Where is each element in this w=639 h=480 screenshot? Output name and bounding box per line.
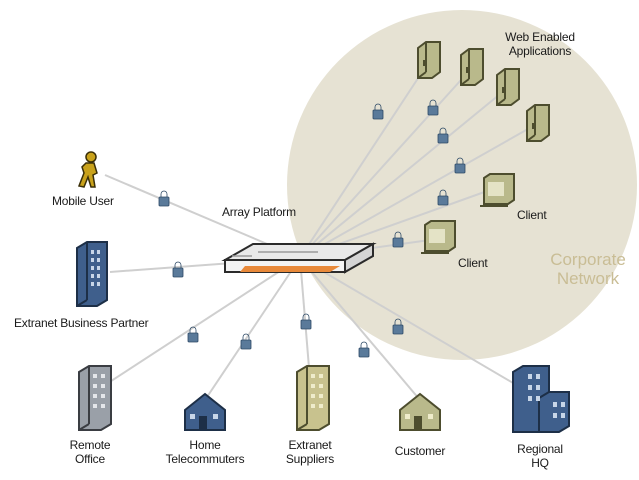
lock-icon xyxy=(392,318,404,335)
corporate-network-zone xyxy=(287,10,637,360)
label-web-enabled-applications: Web Enabled Applications xyxy=(505,30,575,58)
building-icon xyxy=(296,365,330,431)
line-home-telecommuters xyxy=(204,257,301,401)
line-suppliers xyxy=(299,257,311,381)
lock-icon xyxy=(172,261,184,278)
line-server-4 xyxy=(299,124,536,259)
connection-lines xyxy=(104,59,536,401)
label-extranet-business-partner: Extranet Business Partner xyxy=(14,316,149,330)
label-extranet-suppliers: Extranet Suppliers xyxy=(285,438,335,466)
line-server-3 xyxy=(299,89,506,259)
lock-icon xyxy=(158,190,170,207)
line-regional-hq xyxy=(299,257,526,391)
lock-icon xyxy=(392,231,404,248)
label-customer: Customer xyxy=(394,444,446,458)
lock-icon xyxy=(358,341,370,358)
line-customer xyxy=(299,257,421,401)
lock-icons xyxy=(158,99,466,358)
server-icon xyxy=(460,48,484,86)
label-regional-hq: Regional HQ xyxy=(517,442,563,470)
house-icon xyxy=(399,392,441,431)
lock-icon xyxy=(454,157,466,174)
lock-icon xyxy=(187,326,199,343)
array-platform-device-icon xyxy=(221,242,377,274)
line-server-2 xyxy=(299,69,471,259)
line-remote-office xyxy=(104,257,301,386)
label-client-1: Client xyxy=(517,208,547,222)
lock-icon xyxy=(437,127,449,144)
lock-icon xyxy=(437,189,449,206)
lock-icon xyxy=(240,333,252,350)
building-icon xyxy=(512,365,570,433)
label-remote-office: Remote Office xyxy=(69,438,111,466)
label-array-platform: Array Platform xyxy=(222,205,296,219)
building-icon xyxy=(76,241,108,307)
house-icon xyxy=(184,392,226,431)
line-server-1 xyxy=(299,59,431,259)
label-client-2: Client xyxy=(458,256,488,270)
lock-icon xyxy=(300,313,312,330)
lock-icon xyxy=(372,103,384,120)
mobile-user-icon xyxy=(77,151,98,188)
monitor-icon xyxy=(480,173,515,207)
server-icon xyxy=(526,104,550,142)
label-corporate-network: Corporate Network xyxy=(550,250,626,288)
label-home-telecommuters: Home Telecommuters xyxy=(165,438,245,466)
lock-icon xyxy=(427,99,439,116)
label-mobile-user: Mobile User xyxy=(52,194,114,208)
server-icon xyxy=(417,41,441,79)
server-icons xyxy=(417,41,550,142)
monitor-icon xyxy=(421,220,456,254)
building-icon xyxy=(78,365,112,431)
server-icon xyxy=(496,68,520,106)
